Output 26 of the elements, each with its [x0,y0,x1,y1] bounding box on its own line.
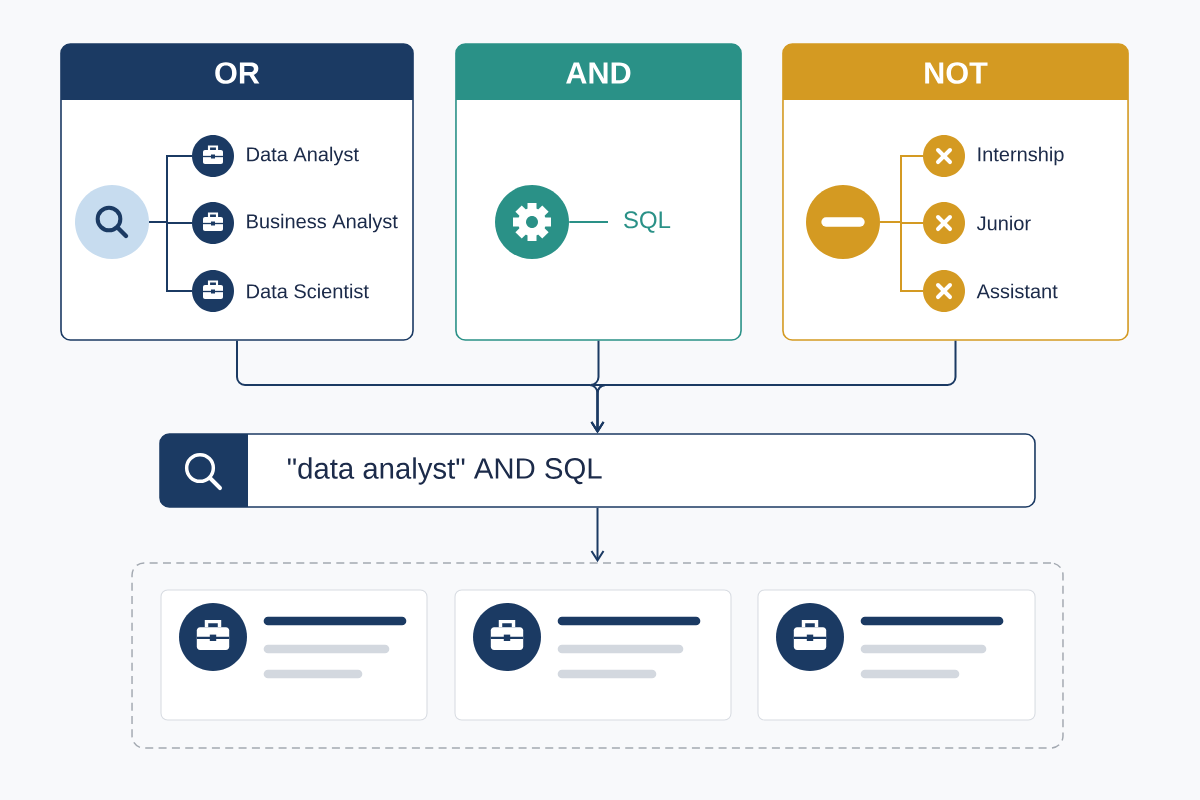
keyword: SQL [624,211,671,233]
node-label: Data Analyst [247,146,359,166]
node-label: Business Analyst [247,213,398,233]
connector [148,221,193,292]
result-card [454,589,732,721]
minus-icon [806,185,880,259]
result-card [757,589,1036,721]
gear-icon [495,185,569,259]
search-term: Data Analyst [192,135,359,177]
node-label: Junior [976,215,1031,231]
search-term: Data Scientist [192,270,369,312]
node-label: Assistant [976,283,1058,299]
connector [879,221,924,292]
result-card [160,589,428,721]
node-label: Data Scientist [247,283,369,299]
search-term: Assistant [923,270,1058,312]
search-term: Junior [923,202,1031,244]
search-bar: "data analyst" AND SQL [159,433,1036,508]
search-term: Business Analyst [192,202,398,244]
connector [590,339,957,434]
search-icon [75,185,149,259]
results-container [131,562,1064,749]
connector [590,506,605,563]
node-label: Internship [978,146,1064,166]
search-term: Internship [923,135,1064,177]
connector [568,221,609,223]
